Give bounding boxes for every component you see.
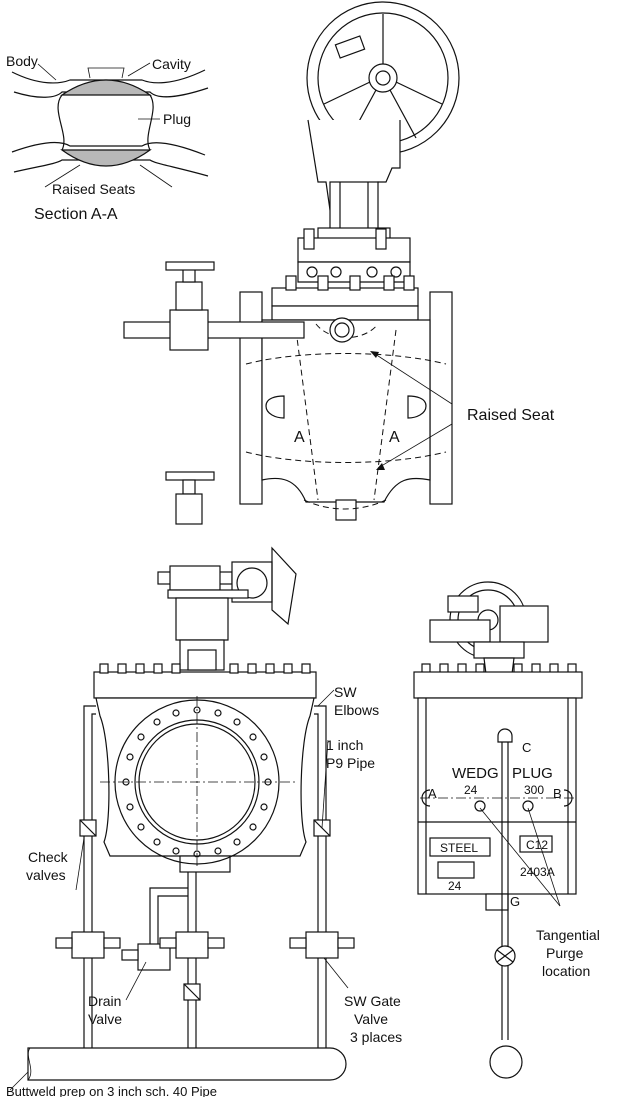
label-rating: 300 bbox=[524, 783, 544, 797]
label-material-size: 24 bbox=[448, 879, 462, 893]
label-drain-valve-2: Valve bbox=[88, 1011, 122, 1027]
section-a-a-detail: Body Cavity Plug Raised Seats Section A-… bbox=[6, 53, 209, 223]
label-point-b: B bbox=[553, 786, 562, 801]
label-check-valves-2: valves bbox=[26, 867, 66, 883]
label-cavity: Cavity bbox=[152, 56, 191, 72]
label-size: 24 bbox=[464, 783, 478, 797]
label-raised-seats: Raised Seats bbox=[52, 181, 135, 197]
label-purge-1: Tangential bbox=[536, 927, 600, 943]
label-point-a: A bbox=[428, 786, 437, 801]
label-section-mark-right: A bbox=[389, 429, 400, 446]
top-valve-view: Raised Seat A A bbox=[123, 1, 555, 525]
label-section-mark-left: A bbox=[294, 429, 305, 446]
label-plug: Plug bbox=[163, 111, 191, 127]
label-raised-seat: Raised Seat bbox=[467, 407, 555, 424]
label-pipe-2: P9 Pipe bbox=[326, 755, 375, 771]
label-sw-gate-2: Valve bbox=[354, 1011, 388, 1027]
side-valve-view: C A B G WEDG PLUG 24 300 STEEL 24 C12 24… bbox=[413, 581, 600, 1079]
label-purge-3: location bbox=[542, 963, 590, 979]
label-sw-gate-1: SW Gate bbox=[344, 993, 401, 1009]
label-sw-elbows-2: Elbows bbox=[334, 702, 379, 718]
label-point-g: G bbox=[510, 894, 520, 909]
label-serial: 2403A bbox=[520, 865, 555, 879]
label-brand-left: WEDG bbox=[452, 765, 499, 782]
label-point-c: C bbox=[522, 740, 531, 755]
label-material-grade: C12 bbox=[526, 838, 548, 852]
gate-valves bbox=[55, 931, 355, 971]
label-drain-valve-1: Drain bbox=[88, 993, 121, 1009]
label-purge-2: Purge bbox=[546, 945, 584, 961]
label-body: Body bbox=[6, 53, 38, 69]
label-sw-gate-3: 3 places bbox=[350, 1029, 402, 1045]
front-valve-view: SW Elbows 1 inch P9 Pipe Check valves Dr… bbox=[6, 546, 402, 1097]
label-pipe-1: 1 inch bbox=[326, 737, 363, 753]
label-sw-elbows-1: SW bbox=[334, 684, 357, 700]
label-check-valves-1: Check bbox=[28, 849, 69, 865]
flange-bolts bbox=[122, 706, 272, 858]
label-buttweld: Buttweld prep on 3 inch sch. 40 Pipe bbox=[6, 1084, 217, 1097]
label-material: STEEL bbox=[440, 841, 478, 855]
label-brand-right: PLUG bbox=[512, 765, 553, 782]
bonnet-bolts bbox=[99, 663, 311, 674]
label-section-title: Section A-A bbox=[34, 206, 118, 223]
